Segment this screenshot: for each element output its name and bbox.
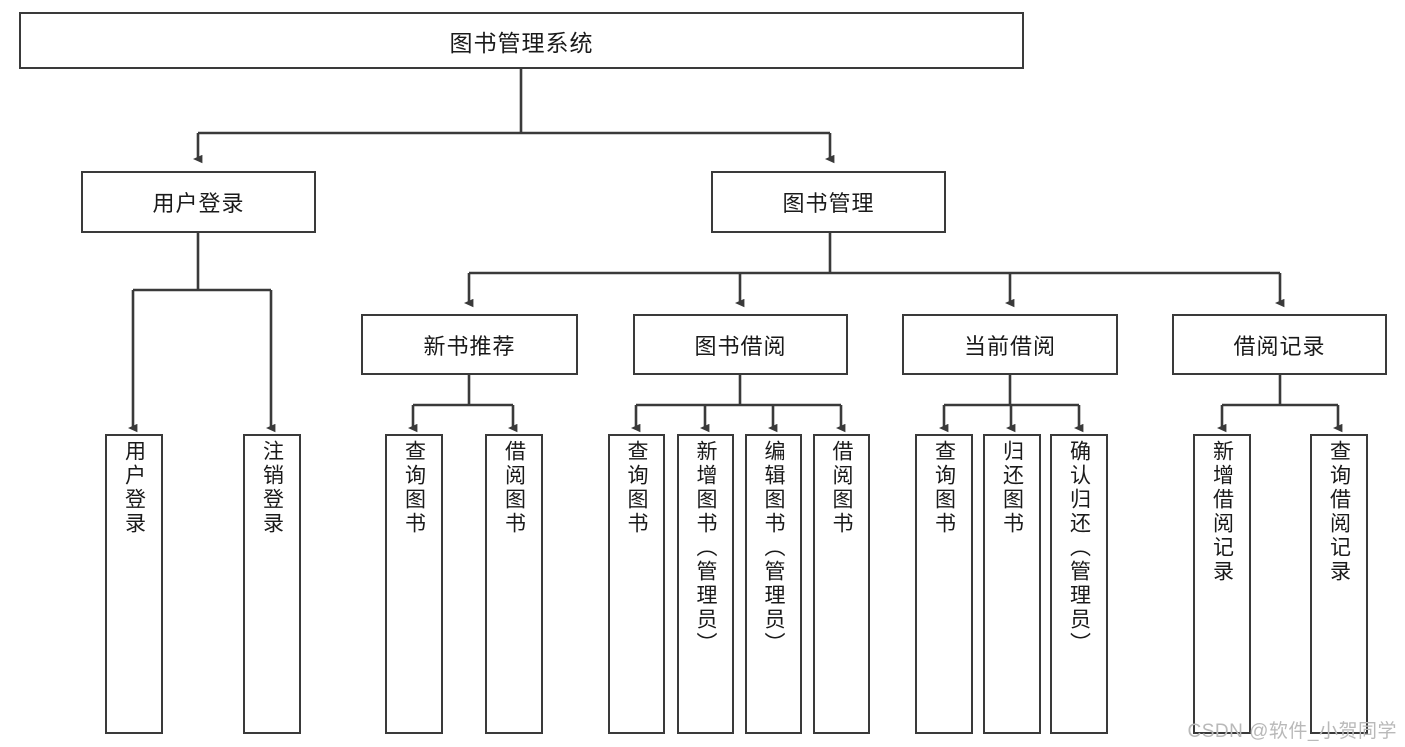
node-label: 图书借阅	[694, 333, 787, 359]
leaf-new-book-query[interactable]: 查询图书	[385, 434, 443, 734]
node-label: 查询图书	[625, 440, 648, 536]
node-label: 用户登录	[152, 191, 245, 216]
leaf-book-borrow-edit[interactable]: 编辑图书（管理员）	[745, 434, 802, 734]
leaf-borrow-record-query[interactable]: 查询借阅记录	[1310, 434, 1368, 734]
node-label: 查询借阅记录	[1327, 440, 1351, 584]
node-label: 用户登录	[122, 440, 146, 536]
node-label: 查询图书	[932, 440, 956, 536]
leaf-new-book-borrow[interactable]: 借阅图书	[485, 434, 543, 734]
node-new-book-recommend[interactable]: 新书推荐	[361, 314, 578, 375]
node-label: 借阅记录	[1233, 333, 1326, 359]
leaf-book-borrow-query[interactable]: 查询图书	[608, 434, 665, 734]
node-user-login[interactable]: 用户登录	[81, 171, 316, 233]
node-label: 查询图书	[402, 440, 426, 536]
leaf-book-borrow-borrow[interactable]: 借阅图书	[813, 434, 870, 734]
node-label: 编辑图书（管理员）	[762, 440, 785, 656]
node-current-borrow[interactable]: 当前借阅	[902, 314, 1118, 375]
node-book-manage[interactable]: 图书管理	[711, 171, 946, 233]
node-label: 借阅图书	[830, 440, 853, 536]
node-label: 图书管理	[782, 191, 875, 216]
leaf-book-borrow-add[interactable]: 新增图书（管理员）	[677, 434, 734, 734]
node-label: 新增借阅记录	[1210, 440, 1234, 584]
node-label: 借阅图书	[502, 440, 526, 536]
node-label: 图书管理系统	[449, 29, 594, 56]
node-label: 确认归还（管理员）	[1067, 440, 1091, 656]
leaf-borrow-record-add[interactable]: 新增借阅记录	[1193, 434, 1251, 734]
leaf-current-borrow-confirm[interactable]: 确认归还（管理员）	[1050, 434, 1108, 734]
node-label: 归还图书	[1000, 440, 1024, 536]
node-borrow-record[interactable]: 借阅记录	[1172, 314, 1387, 375]
node-label: 新增图书（管理员）	[694, 440, 717, 656]
leaf-user-login-logout[interactable]: 注销登录	[243, 434, 301, 734]
node-label: 新书推荐	[423, 333, 516, 359]
leaf-current-borrow-return[interactable]: 归还图书	[983, 434, 1041, 734]
leaf-current-borrow-query[interactable]: 查询图书	[915, 434, 973, 734]
leaf-user-login-login[interactable]: 用户登录	[105, 434, 163, 734]
node-book-borrow[interactable]: 图书借阅	[633, 314, 848, 375]
node-root-system[interactable]: 图书管理系统	[19, 12, 1024, 69]
node-label: 注销登录	[260, 440, 284, 536]
node-label: 当前借阅	[963, 333, 1056, 359]
